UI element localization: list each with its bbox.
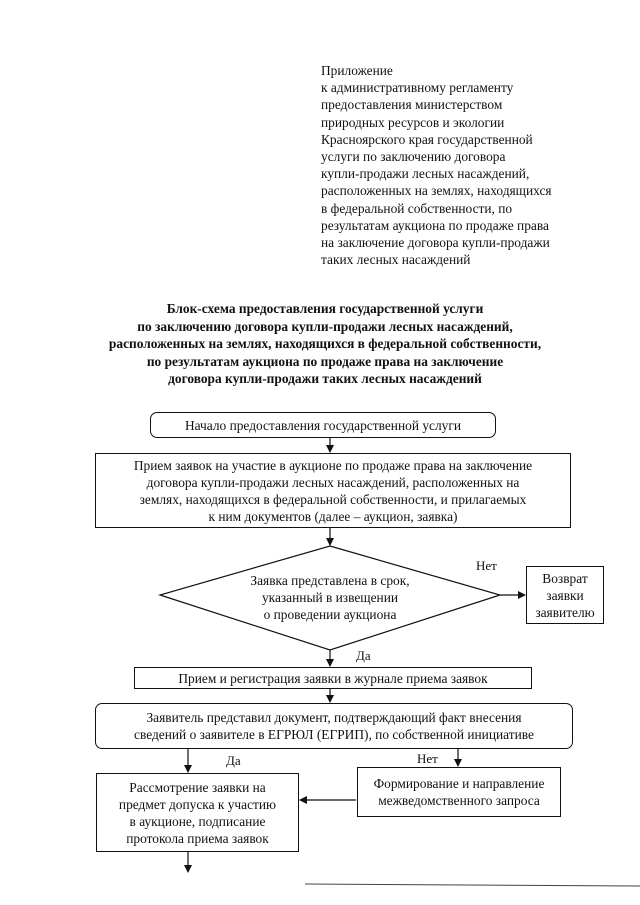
return-line: заявки <box>546 587 584 603</box>
interagency-request-box: Формирование и направление межведомствен… <box>357 767 561 817</box>
appendix-line: Красноярского края государственной <box>321 131 533 147</box>
receive-line: к ним документов (далее – аукцион, заявк… <box>208 508 458 524</box>
appendix-line: результатам аукциона по продаже права <box>321 217 549 233</box>
applicant-line: Заявитель представил документ, подтвержд… <box>146 710 522 725</box>
interagency-line: Формирование и направление <box>373 776 545 791</box>
appendix-line: расположенных на землях, находящихся <box>321 183 552 199</box>
title-line: Блок-схема предоставления государственно… <box>166 301 484 316</box>
register-application-box: Прием и регистрация заявки в журнале при… <box>134 667 532 689</box>
label-yes-deadline: Да <box>356 648 371 663</box>
appendix-line: Приложение <box>321 63 393 78</box>
appendix-line: на заключение договора купли-продажи <box>321 235 550 251</box>
title-line: расположенных на землях, находящихся в ф… <box>108 336 542 351</box>
applicant-document-box: Заявитель представил документ, подтвержд… <box>95 703 573 749</box>
review-line: Рассмотрение заявки на <box>129 779 266 795</box>
appendix-line: купли-продажи лесных насаждений, <box>321 166 530 182</box>
return-line: Возврат <box>542 570 588 586</box>
appendix-line: к административному регламенту <box>321 80 514 96</box>
review-line: протокола приема заявок <box>126 830 269 846</box>
decision-line: Заявка представлена в срок, <box>250 573 410 588</box>
interagency-line: межведомственного запроса <box>378 793 540 808</box>
review-application-box: Рассмотрение заявки на предмет допуска к… <box>96 773 299 852</box>
return-application-box: Возврат заявки заявителю <box>526 566 604 624</box>
receive-line: землях, находящихся в федеральной собств… <box>139 491 527 507</box>
page-bottom-rule <box>304 883 640 887</box>
appendix-header: Приложение к административному регламент… <box>321 62 621 268</box>
review-line: в аукционе, подписание <box>129 813 266 829</box>
register-label: Прием и регистрация заявки в журнале при… <box>178 670 488 686</box>
applicant-line: сведений о заявителе в ЕГРЮЛ (ЕГРИП), по… <box>134 727 534 742</box>
appendix-line: предоставления министерством <box>321 97 503 113</box>
appendix-line: услуги по заключению договора <box>321 149 506 165</box>
label-no-document: Нет <box>417 751 438 766</box>
title-line: по результатам аукциона по продаже права… <box>146 353 504 369</box>
decision-text: Заявка представлена в срок, указанный в … <box>200 572 460 623</box>
return-line: заявителю <box>535 604 595 620</box>
start-box: Начало предоставления государственной ус… <box>150 412 496 438</box>
label-no-deadline: Нет <box>476 558 497 573</box>
decision-line: о проведении аукциона <box>263 607 397 622</box>
label-yes-document: Да <box>226 753 241 768</box>
title-line: договора купли-продажи таких лесных наса… <box>168 371 482 386</box>
receive-line: договора купли-продажи лесных насаждений… <box>146 474 520 490</box>
appendix-line: природных ресурсов и экологии <box>321 114 505 130</box>
appendix-line: таких лесных насаждений <box>321 252 471 268</box>
start-label: Начало предоставления государственной ус… <box>184 417 462 433</box>
flowchart-title: Блок-схема предоставления государственно… <box>40 300 610 388</box>
appendix-line: в федеральной собственности, по <box>321 200 513 216</box>
receive-applications-box: Прием заявок на участие в аукционе по пр… <box>95 453 571 528</box>
decision-line: указанный в извещении <box>261 590 399 605</box>
review-line: предмет допуска к участию <box>118 796 277 812</box>
receive-line: Прием заявок на участие в аукционе по пр… <box>133 457 533 473</box>
title-line: по заключению договора купли-продажи лес… <box>137 318 513 334</box>
